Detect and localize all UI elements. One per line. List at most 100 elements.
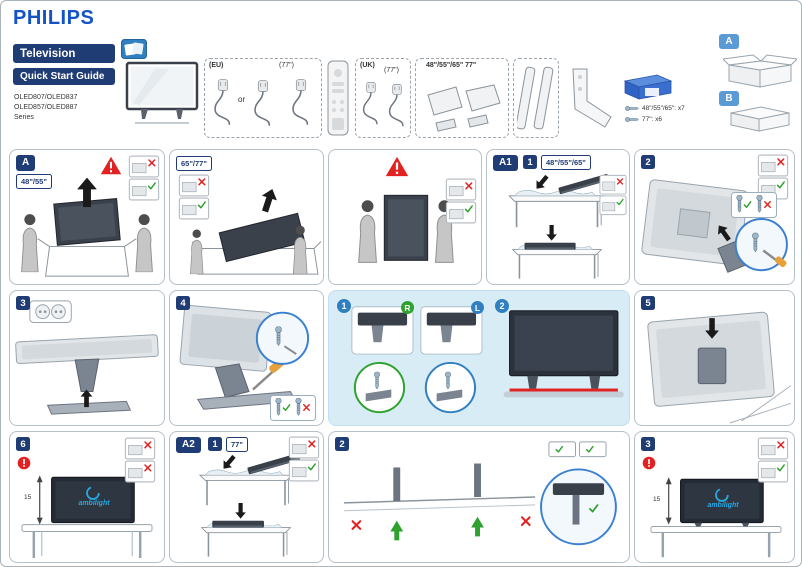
model-line: Series — [14, 113, 34, 121]
screw-icon — [625, 106, 639, 112]
contents-brackets-box: 48"/55"/65" 77" — [415, 58, 509, 138]
unbox-scene — [21, 177, 153, 277]
placement-scene — [650, 477, 782, 558]
uk-77-label: (77") — [384, 67, 399, 74]
philips-logo: PHILIPS — [13, 7, 95, 29]
step-1: 1 — [208, 437, 222, 451]
tv-front-illustration — [125, 61, 199, 124]
right-foot-badge: R — [401, 301, 414, 314]
panel-step2-column-spacing: 2 — [328, 431, 630, 563]
do-dont-inset — [288, 436, 320, 482]
power-cable-icon — [358, 73, 384, 135]
panel-step5-mount-tv: 5 — [634, 290, 795, 426]
do-dont-inset — [128, 155, 160, 201]
unpack-cards-icon — [121, 39, 147, 59]
model-list: OLED807/OLED837 OLED857/OLED887 Series — [14, 93, 77, 122]
screw-counts: 48"/55"/65": x7 77": x6 — [625, 103, 685, 125]
size-label-48-55: 48"/55" — [16, 174, 52, 189]
step-4: 4 — [176, 296, 190, 310]
clearance-label: 15 — [24, 494, 32, 501]
contents-eu-cables-box: (EU) (77") or — [204, 58, 322, 138]
screw-selection-inset — [731, 192, 777, 218]
power-cable-icon — [209, 71, 237, 135]
pack-a-box-illustration — [723, 54, 797, 88]
step-3: 3 — [641, 437, 655, 451]
pack-a-label: A — [719, 34, 739, 49]
uk-label: (UK) — [360, 62, 375, 69]
alert-icon — [17, 456, 31, 470]
guide-title: Quick Start Guide — [13, 68, 115, 85]
panel-feet-orientation: 1 2 R L — [328, 290, 630, 426]
model-line: OLED857/OLED887 — [14, 103, 78, 111]
ambilight-label: ambilight — [707, 502, 739, 509]
warning-icon — [385, 156, 409, 177]
stand-column-parts — [517, 66, 554, 130]
eu-77-label: (77") — [279, 62, 294, 69]
step-2: 2 — [335, 437, 349, 451]
feet-orientation-scene — [351, 306, 624, 414]
step-5: 5 — [641, 296, 655, 310]
step-6: 6 — [16, 437, 30, 451]
column-spacing-scene — [344, 441, 617, 546]
panel-step3-placement: 3 15 ambilight — [634, 431, 795, 563]
size-label-77: 77" — [226, 437, 248, 452]
panel-a1-lay-down-48-65: A1 1 48"/55"/65" — [486, 149, 630, 285]
warning-icon — [100, 156, 122, 175]
screw-count-line: 48"/55"/65": x7 — [625, 103, 685, 114]
panel-a-unbox-65-77: 65"/77" — [169, 149, 324, 285]
panel-step2-attach-column: 2 — [634, 149, 795, 285]
power-cable-icon — [249, 73, 277, 135]
contents-columns-box — [513, 58, 559, 138]
model-line: OLED807/OLED837 — [14, 94, 78, 101]
section-a2-label: A2 — [176, 437, 201, 453]
remote-control-illustration — [327, 60, 349, 136]
bracket-sizes-label: 48"/55"/65" 77" — [426, 62, 477, 69]
clearance-label: 15 — [653, 496, 661, 503]
panel-step3-attach-foot: 3 — [9, 290, 165, 426]
placement-scene — [21, 475, 153, 559]
do-dont-inset — [757, 154, 789, 200]
product-title: Television — [13, 44, 115, 63]
pack-b-label: B — [719, 91, 739, 106]
screw-selection-inset — [270, 395, 316, 421]
secure-foot-scene — [179, 304, 310, 410]
unbox-scene — [190, 186, 322, 275]
ambilight-label: ambilight — [78, 500, 110, 507]
panel-step4-secure-foot: 4 — [169, 290, 324, 426]
screw-icon — [625, 117, 639, 123]
power-cable-icon — [287, 71, 315, 135]
substep-1: 1 — [337, 299, 351, 313]
alert-icon — [642, 456, 656, 470]
carry-scene — [358, 194, 454, 263]
do-dont-inset — [599, 174, 627, 216]
screw-count-text: 77": x6 — [642, 116, 663, 124]
eu-label: (EU) — [209, 62, 224, 69]
pack-b-box-illustration — [730, 106, 790, 132]
stand-foot-part — [572, 68, 612, 128]
step-1: 1 — [523, 155, 537, 169]
panel-step6-placement: 6 15 ambilight — [9, 431, 165, 563]
section-a-label: A — [16, 155, 36, 171]
panel-a2-lay-down-77: A2 1 77" — [169, 431, 324, 563]
or-label: or — [238, 95, 246, 104]
step-3: 3 — [16, 296, 30, 310]
section-a1-label: A1 — [493, 155, 518, 171]
stand-bracket-parts — [427, 84, 501, 132]
screw-count-line: 77": x6 — [625, 114, 685, 125]
attach-foot-scene — [15, 300, 159, 415]
panel-carry-warning — [328, 149, 482, 285]
do-dont-inset — [757, 437, 789, 483]
screw-pack-illustration — [623, 74, 673, 100]
do-dont-inset — [445, 178, 477, 224]
dont-inset — [124, 437, 156, 483]
do-dont-inset — [178, 174, 210, 220]
left-foot-badge: L — [471, 301, 484, 314]
size-label-48-55-65: 48"/55"/65" — [541, 155, 591, 170]
size-label-65-77: 65"/77" — [176, 156, 212, 171]
screw-count-text: 48"/55"/65": x7 — [642, 105, 685, 112]
mount-tv-scene — [647, 311, 792, 424]
power-cable-icon — [384, 77, 410, 135]
substep-2: 2 — [495, 299, 509, 313]
attach-column-scene — [641, 179, 788, 273]
panel-a-unbox-48-55: A 48"/55" — [9, 149, 165, 285]
